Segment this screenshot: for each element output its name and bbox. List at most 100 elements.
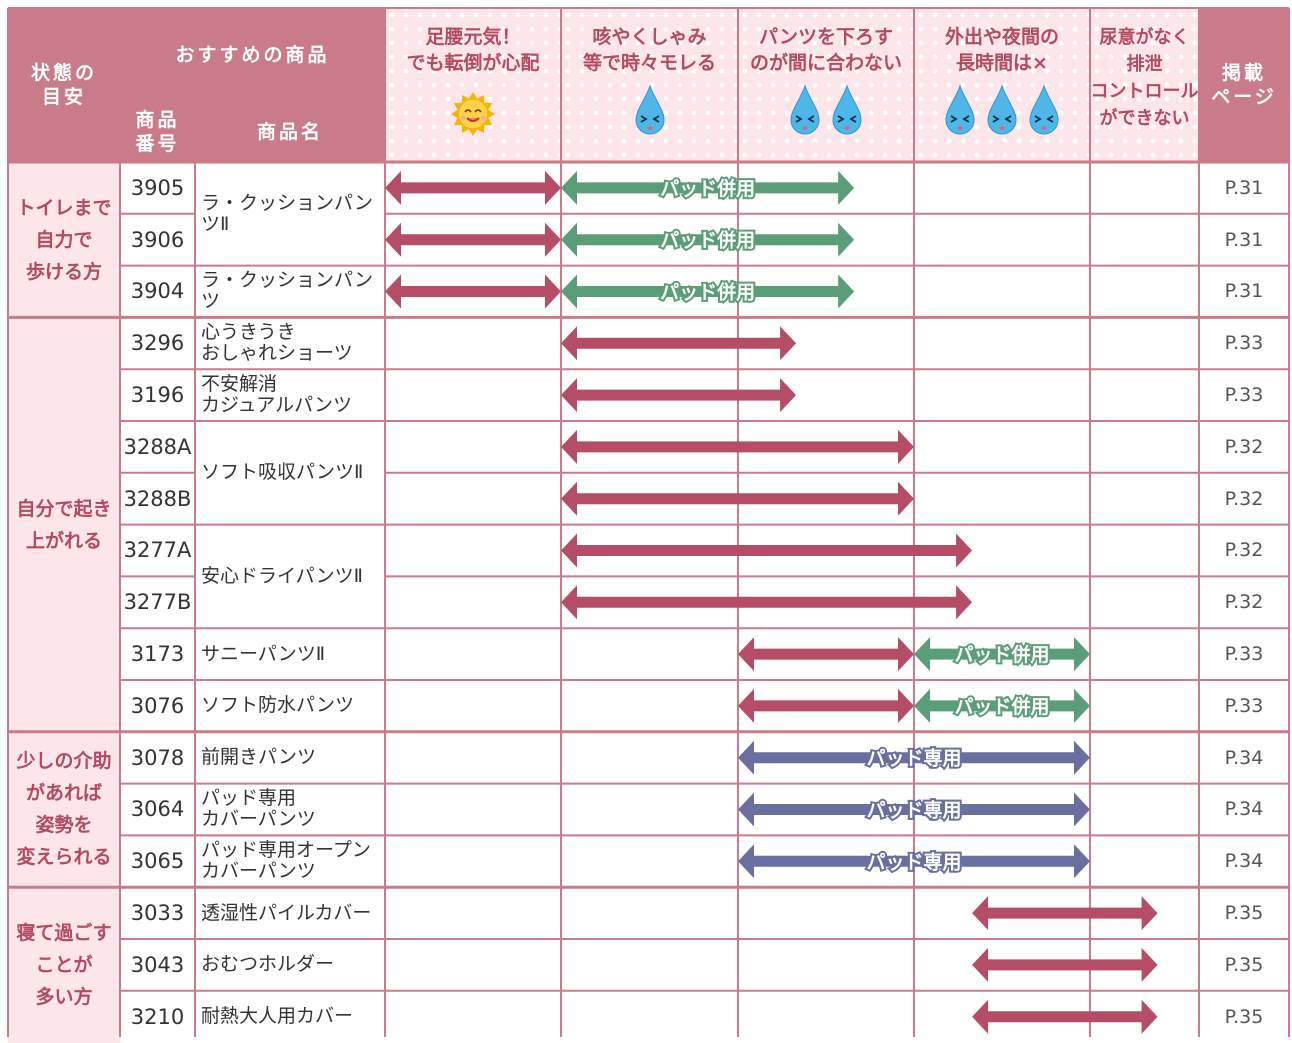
product-code: 3076: [130, 693, 185, 718]
range-arrow: パッド併用: [561, 170, 855, 205]
name-header: 商品名: [195, 102, 385, 162]
catalog-page-link[interactable]: P.34: [1224, 746, 1264, 769]
catalog-page-link[interactable]: P.33: [1224, 694, 1264, 717]
drop-icon: [634, 84, 665, 135]
drop-icon: [945, 84, 975, 135]
product-code: 3196: [130, 383, 185, 408]
catalog-page-link[interactable]: P.31: [1224, 228, 1264, 251]
range-arrow: パッド併用: [561, 222, 855, 257]
sun-icon: [451, 92, 495, 136]
product-name: サニーパンツⅡ: [201, 642, 326, 665]
product-name: 不安解消カジュアルパンツ: [201, 373, 353, 417]
range-arrow: パッド併用: [914, 688, 1090, 723]
catalog-page-link[interactable]: P.34: [1224, 850, 1264, 873]
product-code: 3064: [130, 797, 185, 822]
catalog-page-link[interactable]: P.33: [1224, 643, 1264, 666]
catalog-page-link[interactable]: P.33: [1224, 332, 1264, 355]
drop-icon-group: [788, 84, 864, 136]
product-code: 3173: [130, 642, 185, 667]
arrow-label: パッド併用: [660, 281, 755, 304]
catalog-page-link[interactable]: P.35: [1224, 902, 1264, 925]
product-code: 3296: [130, 331, 185, 356]
drop-icon-group: [943, 84, 1061, 136]
range-arrow: [561, 585, 973, 620]
catalog-page-link[interactable]: P.31: [1224, 280, 1264, 303]
range-arrow: [561, 326, 797, 361]
product-code: 3033: [130, 901, 185, 926]
range-arrow: [738, 688, 914, 723]
condition-group-1: トイレまで自力で歩ける方: [8, 162, 120, 318]
recommended-header: おすすめの商品: [120, 8, 385, 102]
range-arrow: [972, 947, 1158, 982]
product-name: パッド専用オープンカバーパンツ: [201, 839, 371, 883]
product-code: 3288B: [123, 486, 192, 511]
product-code: 3904: [130, 279, 185, 304]
arrow-label: パッド併用: [954, 643, 1049, 666]
product-code: 3906: [130, 227, 185, 252]
product-name: ラ・クッションパンツ: [201, 269, 373, 313]
drop-icon: [832, 84, 862, 135]
catalog-page-link[interactable]: P.32: [1224, 539, 1264, 562]
symptom-header-2: 咳やくしゃみ等で時々モレる: [561, 8, 738, 162]
catalog-page-link[interactable]: P.32: [1224, 591, 1264, 614]
product-name: 耐熱大人用カバー: [201, 1005, 354, 1028]
product-name: 透湿性パイルカバー: [201, 901, 372, 924]
catalog-page-link[interactable]: P.31: [1224, 176, 1264, 199]
symptom-header-4: 外出や夜間の長時間は×: [914, 8, 1090, 162]
product-code: 3277B: [123, 590, 192, 615]
range-arrow: パッド専用: [738, 792, 1090, 827]
catalog-page-link[interactable]: P.34: [1224, 798, 1264, 821]
catalog-page-link[interactable]: P.32: [1224, 435, 1264, 458]
product-name: ソフト防水パンツ: [201, 694, 354, 717]
range-arrow: [385, 274, 561, 309]
range-arrow: [561, 481, 914, 516]
arrow-label: パッド併用: [660, 177, 755, 200]
range-arrow: [972, 999, 1158, 1034]
range-arrow: パッド併用: [561, 274, 855, 309]
symptom-header-3: パンツを下ろすのが間に合わない: [738, 8, 914, 162]
catalog-page-link[interactable]: P.32: [1224, 487, 1264, 510]
product-name: ソフト吸収パンツⅡ: [201, 461, 364, 484]
product-name: ラ・クッションパンツⅡ: [201, 191, 373, 235]
product-code: 3078: [130, 745, 185, 770]
drop-icon: [790, 84, 820, 135]
drop-icon: [987, 84, 1017, 135]
product-name: パッド専用カバーパンツ: [201, 787, 316, 831]
product-code: 3043: [130, 952, 185, 977]
product-code: 3210: [130, 1004, 185, 1029]
product-name: 安心ドライパンツⅡ: [201, 564, 363, 587]
arrow-label: パッド併用: [660, 229, 755, 252]
symptom-header-1: 足腰元気！でも転倒が心配: [385, 8, 561, 162]
range-arrow: [972, 896, 1158, 931]
range-arrow: [561, 378, 797, 413]
range-arrow: パッド専用: [738, 740, 1090, 775]
range-arrow: パッド併用: [914, 637, 1090, 672]
drop-icon-group: [633, 84, 667, 136]
range-arrow: パッド専用: [738, 844, 1090, 879]
arrow-label: パッド専用: [866, 800, 961, 822]
page-header: 掲載ページ: [1199, 8, 1289, 162]
condition-group-2: 自分で起き上がれる: [8, 317, 120, 732]
catalog-page-link[interactable]: P.35: [1224, 1005, 1264, 1028]
product-name: おむつホルダー: [201, 953, 335, 976]
arrow-label: パッド専用: [866, 851, 961, 873]
range-arrow: [561, 533, 973, 568]
sun-icon-group: [443, 84, 503, 144]
symptom-header-5: 尿意がなく排泄コントロールができない: [1090, 8, 1199, 162]
condition-group-4: 寝て過ごすことが多い方: [8, 887, 120, 1043]
range-arrow: [385, 222, 561, 257]
product-code: 3905: [130, 175, 185, 200]
range-arrow: [385, 170, 561, 205]
product-code: 3277A: [123, 538, 192, 563]
range-arrow: [738, 637, 914, 672]
condition-group-3: 少しの介助があれば姿勢を変えられる: [8, 731, 120, 888]
code-header: 商品番号: [120, 102, 195, 162]
product-name: 前開きパンツ: [201, 746, 316, 769]
product-code: 3288A: [123, 434, 192, 459]
product-code: 3065: [130, 849, 185, 874]
arrow-label: パッド併用: [954, 695, 1049, 718]
catalog-page-link[interactable]: P.35: [1224, 953, 1264, 976]
catalog-page-link[interactable]: P.33: [1224, 384, 1264, 407]
arrow-label: パッド専用: [866, 748, 961, 770]
